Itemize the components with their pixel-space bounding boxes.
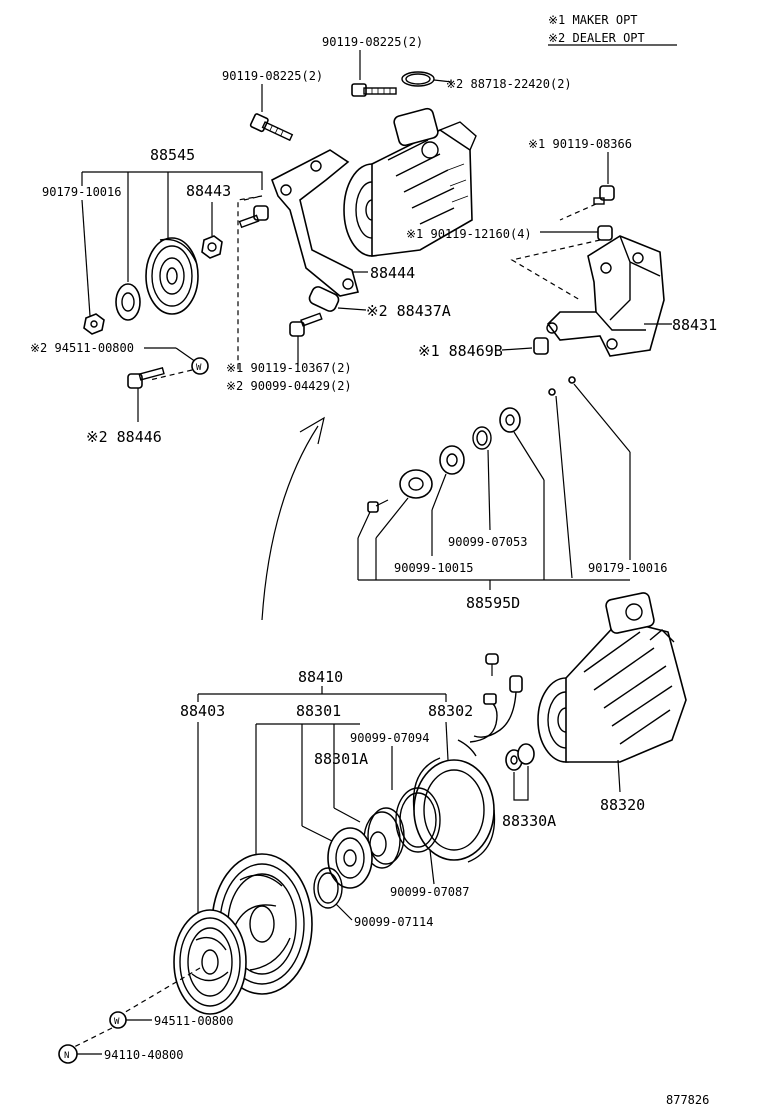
label-94511-00800-top: ※2 94511-00800	[30, 341, 134, 355]
washer-icon: W	[191, 357, 209, 375]
small-pin-icon	[548, 376, 576, 396]
nut-icon: N	[58, 1044, 78, 1064]
field-coil-icon	[412, 739, 496, 863]
label-90119-08225-top: 90119-08225(2)	[322, 35, 423, 49]
terminal-icon	[485, 653, 499, 676]
label-88443: 88443	[186, 182, 231, 200]
maker-opt-note: ※1 MAKER OPT	[548, 13, 638, 27]
label-88302: 88302	[428, 702, 473, 720]
compressor-upper-icon	[343, 107, 477, 257]
sleeve-icon	[399, 469, 433, 499]
label-90099-07094: 90099-07094	[350, 731, 429, 745]
label-94511-00800-bottom: 94511-00800	[154, 1014, 233, 1028]
shim-icon	[308, 286, 340, 312]
bolt-icon	[249, 113, 294, 142]
bracket-88431-icon	[546, 235, 665, 357]
label-88431: 88431	[672, 316, 717, 334]
label-88403: 88403	[180, 702, 225, 720]
snap-ring-icon	[395, 787, 441, 853]
svg-text:N: N	[64, 1051, 69, 1061]
screw-icon	[367, 499, 389, 513]
label-88545: 88545	[150, 146, 195, 164]
pressure-plate-icon	[173, 909, 247, 1015]
label-90119-08225-left: 90119-08225(2)	[222, 69, 323, 83]
bearing-icon	[439, 445, 465, 475]
label-88437A: ※2 88437A	[366, 302, 451, 320]
label-90119-10367: ※1 90119-10367(2)	[226, 361, 352, 375]
label-88446: ※2 88446	[86, 428, 162, 446]
label-90099-07087: 90099-07087	[390, 885, 469, 899]
label-88301A: 88301A	[314, 750, 368, 768]
label-88301: 88301	[296, 702, 341, 720]
compressor-lower-icon	[537, 592, 687, 763]
label-90099-07114: 90099-07114	[354, 915, 433, 929]
label-90099-07053: 90099-07053	[448, 535, 527, 549]
stopper-icon	[533, 337, 549, 355]
label-88410: 88410	[298, 668, 343, 686]
svg-text:W: W	[196, 363, 202, 373]
bolt-icon	[127, 367, 165, 389]
idler-pulley-icon	[145, 237, 199, 315]
bolt-icon	[593, 185, 615, 205]
figure-number: 877826	[666, 1093, 709, 1107]
washer-icon	[499, 407, 521, 433]
assembly-arrow	[261, 425, 319, 621]
hub-icon	[327, 827, 373, 889]
spacer-ring-icon	[115, 283, 141, 321]
o-ring-icon	[401, 71, 435, 87]
label-90179-10016-left: 90179-10016	[42, 185, 121, 199]
washer-icon: W	[109, 1011, 127, 1029]
wire-connector-icon	[469, 675, 523, 743]
label-94110-40800: 94110-40800	[104, 1048, 183, 1062]
label-88320: 88320	[600, 796, 645, 814]
nut-icon	[201, 235, 223, 259]
label-90179-10016-right: 90179-10016	[588, 561, 667, 575]
label-90119-12160: ※1 90119-12160(4)	[406, 227, 532, 241]
label-90099-04429: ※2 90099-04429(2)	[226, 379, 352, 393]
snap-ring-icon	[472, 426, 492, 450]
bracket-88444-icon	[271, 149, 359, 297]
svg-text:W: W	[114, 1017, 120, 1027]
dealer-opt-note: ※2 DEALER OPT	[548, 31, 645, 45]
bolt-icon	[597, 225, 613, 241]
seal-icon	[505, 743, 535, 771]
snap-ring-icon	[313, 867, 343, 909]
label-88469B: ※1 88469B	[418, 342, 503, 360]
label-88718-22420: ※2 88718-22420(2)	[446, 77, 572, 91]
label-88444: 88444	[370, 264, 415, 282]
label-88595D: 88595D	[466, 594, 520, 612]
bolt-icon	[238, 205, 269, 229]
label-88330A: 88330A	[502, 812, 556, 830]
label-90119-08366: ※1 90119-08366	[528, 137, 632, 151]
bolt-icon	[351, 83, 397, 97]
nut-icon	[83, 313, 105, 335]
bolt-icon	[289, 312, 323, 337]
label-90099-10015: 90099-10015	[394, 561, 473, 575]
